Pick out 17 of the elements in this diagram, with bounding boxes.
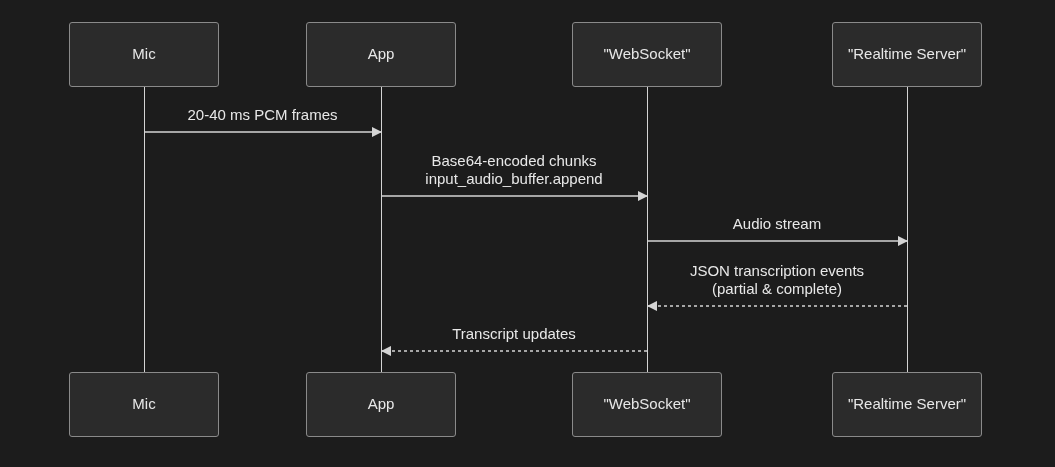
participant-box: "WebSocket" xyxy=(572,22,722,87)
message-arrow xyxy=(381,190,649,202)
message-arrow xyxy=(144,126,383,138)
participant-box: "WebSocket" xyxy=(572,372,722,437)
participant-box: Mic xyxy=(69,372,219,437)
lifeline xyxy=(144,87,145,372)
participant-box: "Realtime Server" xyxy=(832,372,982,437)
lifeline xyxy=(647,87,648,372)
message-arrow xyxy=(646,300,908,312)
lifeline xyxy=(381,87,382,372)
participant-box: App xyxy=(306,372,456,437)
participant-box: "Realtime Server" xyxy=(832,22,982,87)
message-arrow xyxy=(647,235,909,247)
message-arrow xyxy=(380,345,648,357)
participant-box: App xyxy=(306,22,456,87)
participant-box: Mic xyxy=(69,22,219,87)
lifeline xyxy=(907,87,908,372)
